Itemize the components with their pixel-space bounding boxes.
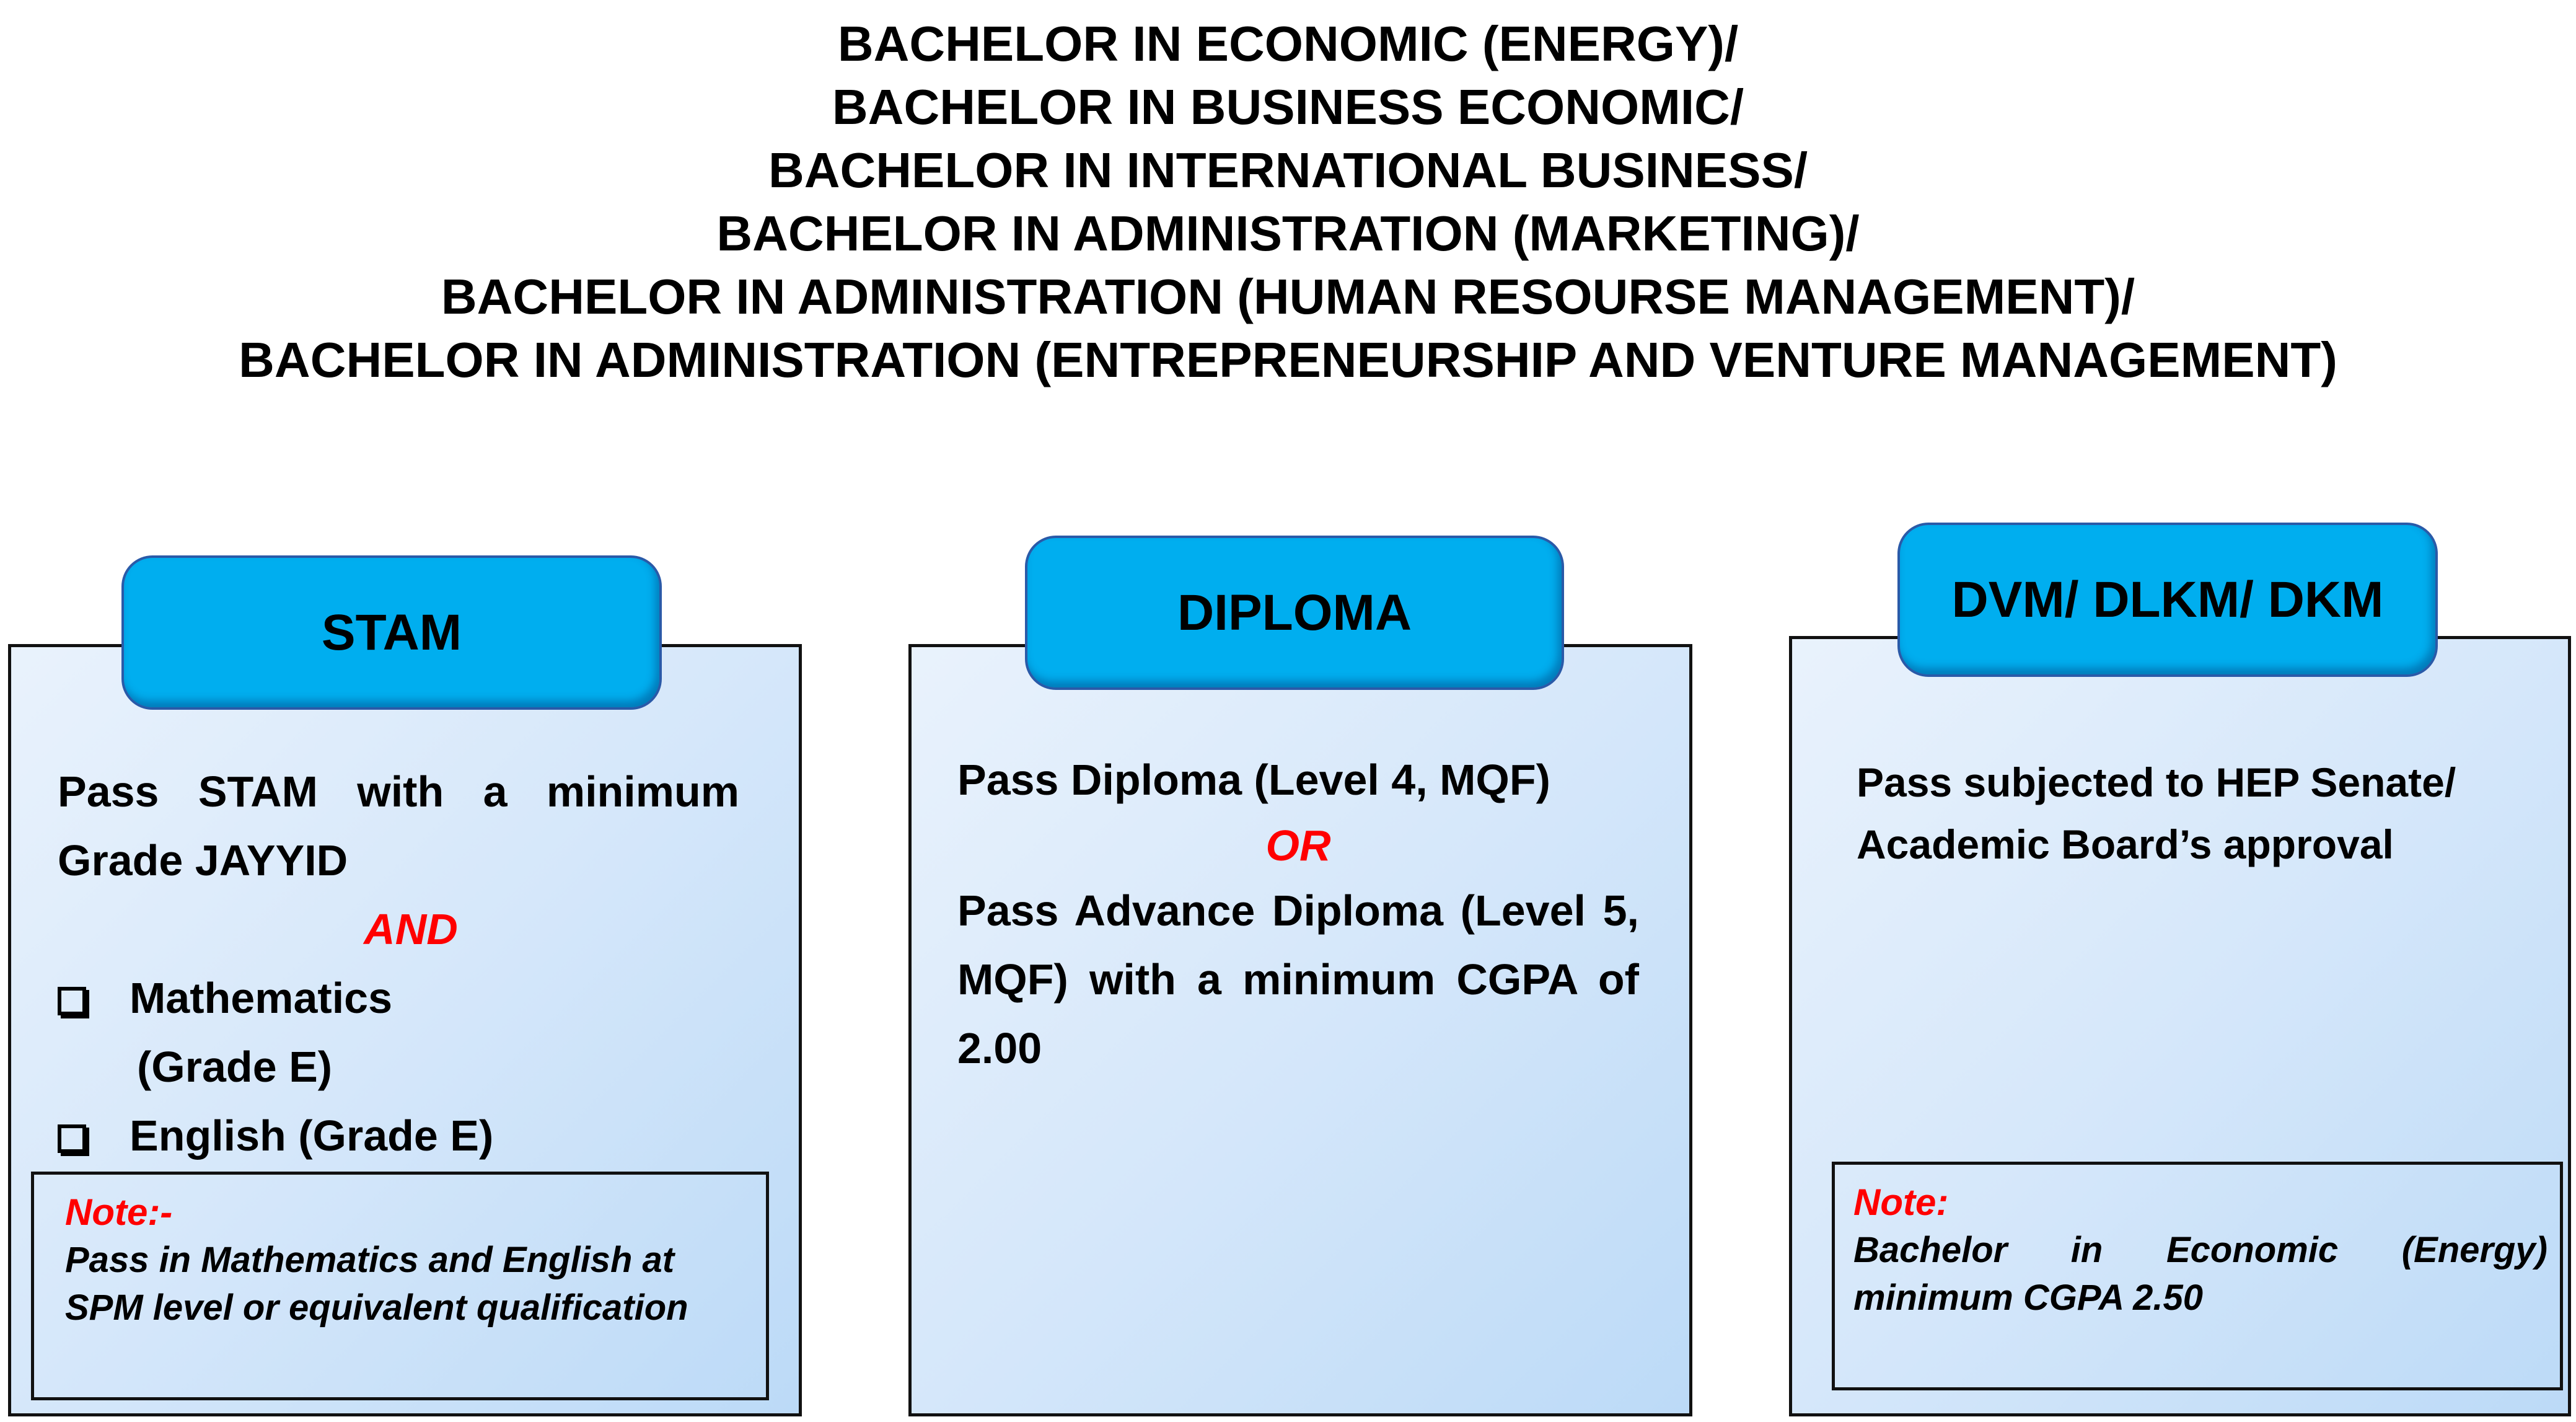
diploma-line1: Pass Diploma (Level 4, MQF) xyxy=(957,756,1550,804)
checkbox-icon xyxy=(58,987,86,1015)
stam-item-mathematics: Mathematics xyxy=(58,964,739,1033)
diploma-card xyxy=(908,644,1692,1416)
note-text: Bachelor in Economic (Energy) minimum CG… xyxy=(1853,1230,2547,1318)
title-line: BACHELOR IN ECONOMIC (ENERGY)/ xyxy=(837,16,1739,71)
diploma-line2: Pass Advance Diploma (Level 5, MQF) with… xyxy=(957,886,1639,1072)
note-label: Note: xyxy=(1853,1181,1949,1223)
title-line: BACHELOR IN ADMINISTRATION (MARKETING)/ xyxy=(716,206,1860,261)
stam-requirements: Pass STAM with a minimum Grade JAYYID AN… xyxy=(58,757,739,1170)
stam-item-mathematics-grade: (Grade E) xyxy=(137,1043,333,1091)
title-line: BACHELOR IN ADMINISTRATION (ENTREPRENEUR… xyxy=(239,332,2337,387)
note-label: Note:- xyxy=(65,1191,173,1233)
stam-requirement: Pass STAM with a minimum Grade JAYYID xyxy=(58,767,739,885)
checkbox-icon xyxy=(58,1124,86,1153)
diploma-requirements: Pass Diploma (Level 4, MQF) OR Pass Adva… xyxy=(957,746,1639,1083)
stam-note: Note:- Pass in Mathematics and English a… xyxy=(31,1172,769,1400)
title-line: BACHELOR IN INTERNATIONAL BUSINESS/ xyxy=(768,143,1808,198)
dvm-tab: DVM/ DLKM/ DKM xyxy=(1897,523,2438,677)
item-label: English (Grade E) xyxy=(130,1111,494,1160)
note-text: Pass in Mathematics and English at SPM l… xyxy=(65,1240,688,1328)
diploma-tab: DIPLOMA xyxy=(1025,536,1564,690)
stam-tab: STAM xyxy=(121,555,662,710)
dvm-requirement: Pass subjected to HEP Senate/ Academic B… xyxy=(1857,759,2456,867)
title-line: BACHELOR IN BUSINESS ECONOMIC/ xyxy=(832,79,1744,135)
stam-card xyxy=(8,644,802,1416)
dvm-card xyxy=(1789,636,2571,1416)
dvm-note: Note: Bachelor in Economic (Energy) mini… xyxy=(1832,1162,2563,1390)
item-label: Mathematics xyxy=(130,974,393,1022)
title-line: BACHELOR IN ADMINISTRATION (HUMAN RESOUR… xyxy=(441,269,2135,324)
stam-connector: AND xyxy=(364,905,458,953)
stam-item-english: English (Grade E) xyxy=(58,1102,739,1170)
page-title: BACHELOR IN ECONOMIC (ENERGY)/ BACHELOR … xyxy=(0,12,2576,392)
diploma-connector: OR xyxy=(1265,821,1331,870)
